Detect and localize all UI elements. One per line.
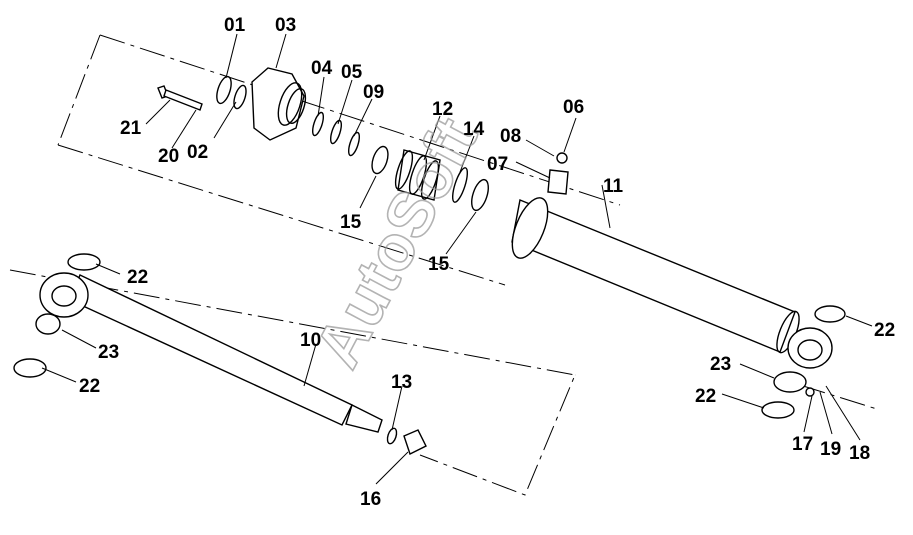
callout-04: 04 xyxy=(311,58,333,79)
bushing-23-left xyxy=(35,313,61,335)
callout-13: 13 xyxy=(391,372,412,393)
callout-22-top-right: 22 xyxy=(874,320,895,341)
ring-04 xyxy=(311,111,325,137)
bushing-22-bottom-left xyxy=(13,358,47,378)
piston-12 xyxy=(394,149,441,201)
callout-07: 07 xyxy=(487,154,508,175)
ring-14 xyxy=(451,167,469,203)
ring-09 xyxy=(347,131,361,157)
bushing-23-right xyxy=(773,371,807,393)
callout-09: 09 xyxy=(363,82,384,103)
nut-16 xyxy=(403,429,427,455)
bushing-15b xyxy=(471,178,489,212)
callout-06: 06 xyxy=(563,97,584,118)
callout-22-bottom-right: 22 xyxy=(695,386,716,407)
callout-01: 01 xyxy=(224,15,246,36)
bushing-22-top-left xyxy=(67,253,101,271)
callout-18: 18 xyxy=(849,443,870,464)
parts-upper xyxy=(157,67,569,212)
callout-22-bottom-left: 22 xyxy=(79,376,100,397)
watermark: AutoSoft xyxy=(301,106,491,378)
callout-23-left: 23 xyxy=(98,342,119,363)
callout-15-lower: 15 xyxy=(428,254,450,275)
callout-10: 10 xyxy=(300,330,321,351)
leader-lines xyxy=(41,33,873,485)
callout-labels: 01 02 03 04 05 06 07 08 09 10 11 12 13 1… xyxy=(79,15,895,510)
seal-02 xyxy=(233,84,247,110)
gland-03 xyxy=(251,67,307,141)
callout-15-upper: 15 xyxy=(340,212,362,233)
callout-05: 05 xyxy=(341,62,363,83)
callout-08: 08 xyxy=(500,126,521,147)
callout-17: 17 xyxy=(792,434,813,455)
bolt-20-21 xyxy=(157,85,203,111)
bushing-15a xyxy=(371,145,389,175)
callout-21: 21 xyxy=(120,118,142,139)
bushing-22-top-right xyxy=(814,305,846,323)
wiper-ring-01 xyxy=(216,75,232,105)
bushing-22-bottom-right xyxy=(761,401,795,419)
callout-11: 11 xyxy=(603,176,624,197)
callout-19: 19 xyxy=(820,439,841,460)
callout-14: 14 xyxy=(463,119,485,140)
washer-13 xyxy=(386,427,398,445)
callout-02: 02 xyxy=(187,142,208,163)
cylinder-barrel-11 xyxy=(511,197,846,419)
callout-22-top-left: 22 xyxy=(127,267,148,288)
piston-rod-10 xyxy=(13,253,427,455)
grease-fitting-06-07-08 xyxy=(547,152,569,195)
callout-23-right: 23 xyxy=(710,354,731,375)
callout-12: 12 xyxy=(432,99,453,120)
callout-16: 16 xyxy=(360,489,381,510)
callout-03: 03 xyxy=(275,15,296,36)
ring-05 xyxy=(329,119,343,145)
callout-20: 20 xyxy=(158,146,179,167)
